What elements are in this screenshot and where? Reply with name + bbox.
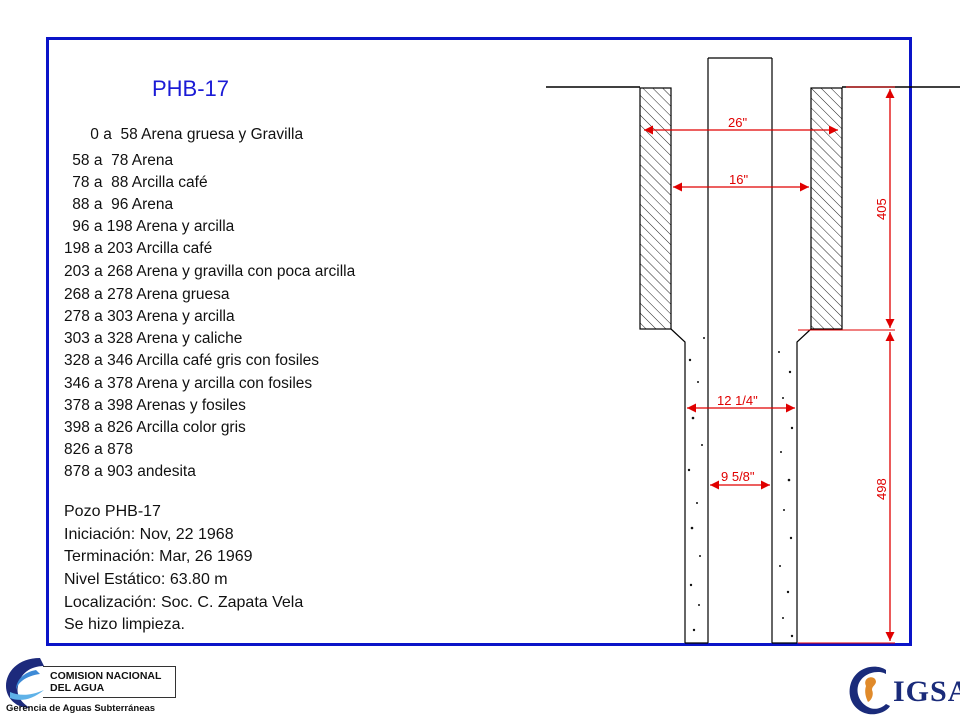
lithology-layer: 198 a 203 Arcilla café [64,240,213,257]
well-info-line: Terminación: Mar, 26 1969 [64,548,253,565]
borehole-left [670,328,686,643]
annulus-left [639,87,672,330]
well-info-line: Se hizo limpieza. [64,616,185,633]
lithology-layer: 328 a 346 Arcilla café gris con fosiles [64,352,320,369]
lithology-layer: 58 a 78 Arena [68,152,174,169]
department-label: Gerencia de Aguas Subterráneas [6,703,156,714]
lithology-layer: 78 a 88 Arcilla café [68,174,208,191]
dim-26-label: 26" [728,115,747,130]
lithology-layer: 278 a 303 Arena y arcilla [64,308,235,325]
cna-logo-icon [6,658,44,708]
cigsa-logo-text: IGSA [893,675,960,708]
lithology-layer: 826 a 878 [64,441,133,458]
well-info-line: Iniciación: Nov, 22 1968 [64,526,234,543]
lithology-layer: 88 a 96 Arena [68,196,174,213]
page-title: PHB-17 [152,76,230,101]
lithology-layer: 378 a 398 Arenas y fosiles [64,397,246,414]
cigsa-logo-icon [849,666,890,715]
dim-9-label: 9 5/8" [721,469,755,484]
lithology-layer: 268 a 278 Arena gruesa [64,286,230,303]
lithology-layer: 398 a 826 Arcilla color gris [64,419,246,436]
cna-name-line1: COMISION NACIONAL [50,670,162,682]
gravel-pack [687,337,794,638]
well-info-line: Nivel Estático: 63.80 m [64,571,228,588]
well-info: Pozo PHB-17 Iniciación: Nov, 22 1968 Ter… [0,0,303,633]
annulus-right [810,87,843,330]
depth-lower-label: 498 [874,478,889,500]
borehole-right [796,328,812,643]
lithology-layer: 0 a 58 Arena gruesa y Gravilla [86,126,304,143]
cna-org-box [43,666,176,698]
dim-16-label: 16" [729,172,748,187]
lithology-layer: 303 a 328 Arena y caliche [64,330,243,347]
depth-upper-label: 405 [874,198,889,220]
lithology-layer: 203 a 268 Arena y gravilla con poca arci… [64,263,356,280]
diagram-frame [46,37,912,646]
well-info-line: Localización: Soc. C. Zapata Vela [64,594,304,611]
dim-12-label: 12 1/4" [717,393,758,408]
well-info-line: Pozo PHB-17 [64,503,161,520]
lithology-layer: 878 a 903 andesita [64,463,196,480]
lithology-layer: 346 a 378 Arena y arcilla con fosiles [64,375,313,392]
cna-name-line2: DEL AGUA [50,682,105,694]
lithology-layer: 96 a 198 Arena y arcilla [68,218,235,235]
